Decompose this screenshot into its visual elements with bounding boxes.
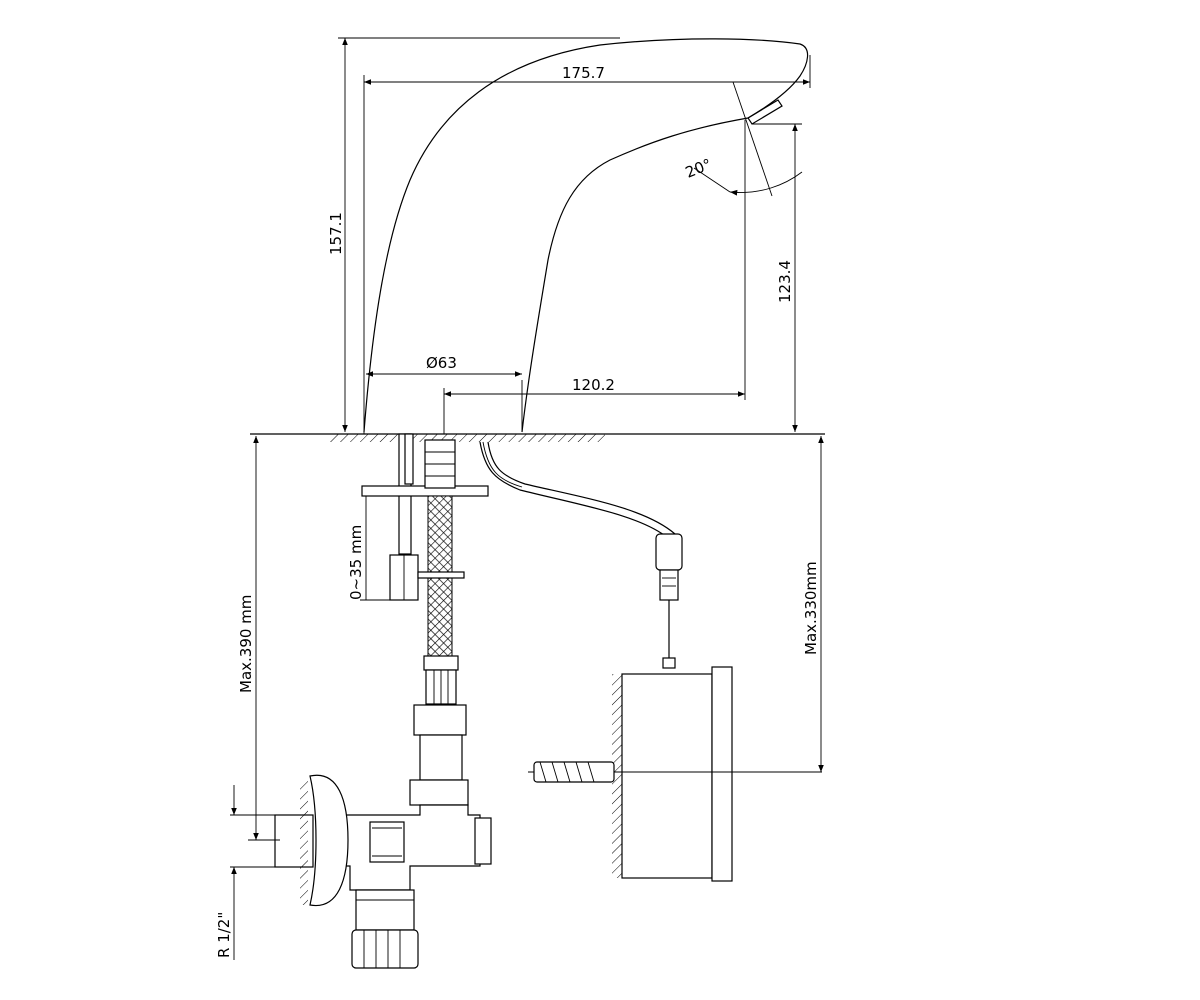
dim-label-max-cable-length: Max.330mm (802, 561, 820, 655)
dim-label-spout-length: 175.7 (562, 64, 605, 82)
sensor-cable (479, 441, 683, 669)
dimension-lines (338, 37, 811, 434)
control-box (528, 666, 822, 882)
dim-label-max-hose-length: Max.390 mm (237, 595, 255, 693)
dim-label-outlet-height: 123.4 (776, 260, 794, 303)
dim-label-total-height: 157.1 (327, 212, 345, 255)
supply-hose (417, 439, 465, 705)
dim-label-base-diameter: Ø63 (426, 354, 457, 372)
counter-surface (250, 433, 825, 442)
dim-label-deck-thickness: 0~35 mm (347, 525, 365, 600)
dim-label-outlet-reach: 120.2 (572, 376, 615, 394)
faucet-spout (363, 38, 809, 433)
under-dimension-lines (230, 436, 824, 960)
angle-valve (274, 704, 492, 969)
dim-label-thread-size: R 1/2" (215, 912, 233, 958)
mounting-rod (361, 433, 489, 601)
dim-label-spray-angle: 20° (683, 155, 714, 182)
